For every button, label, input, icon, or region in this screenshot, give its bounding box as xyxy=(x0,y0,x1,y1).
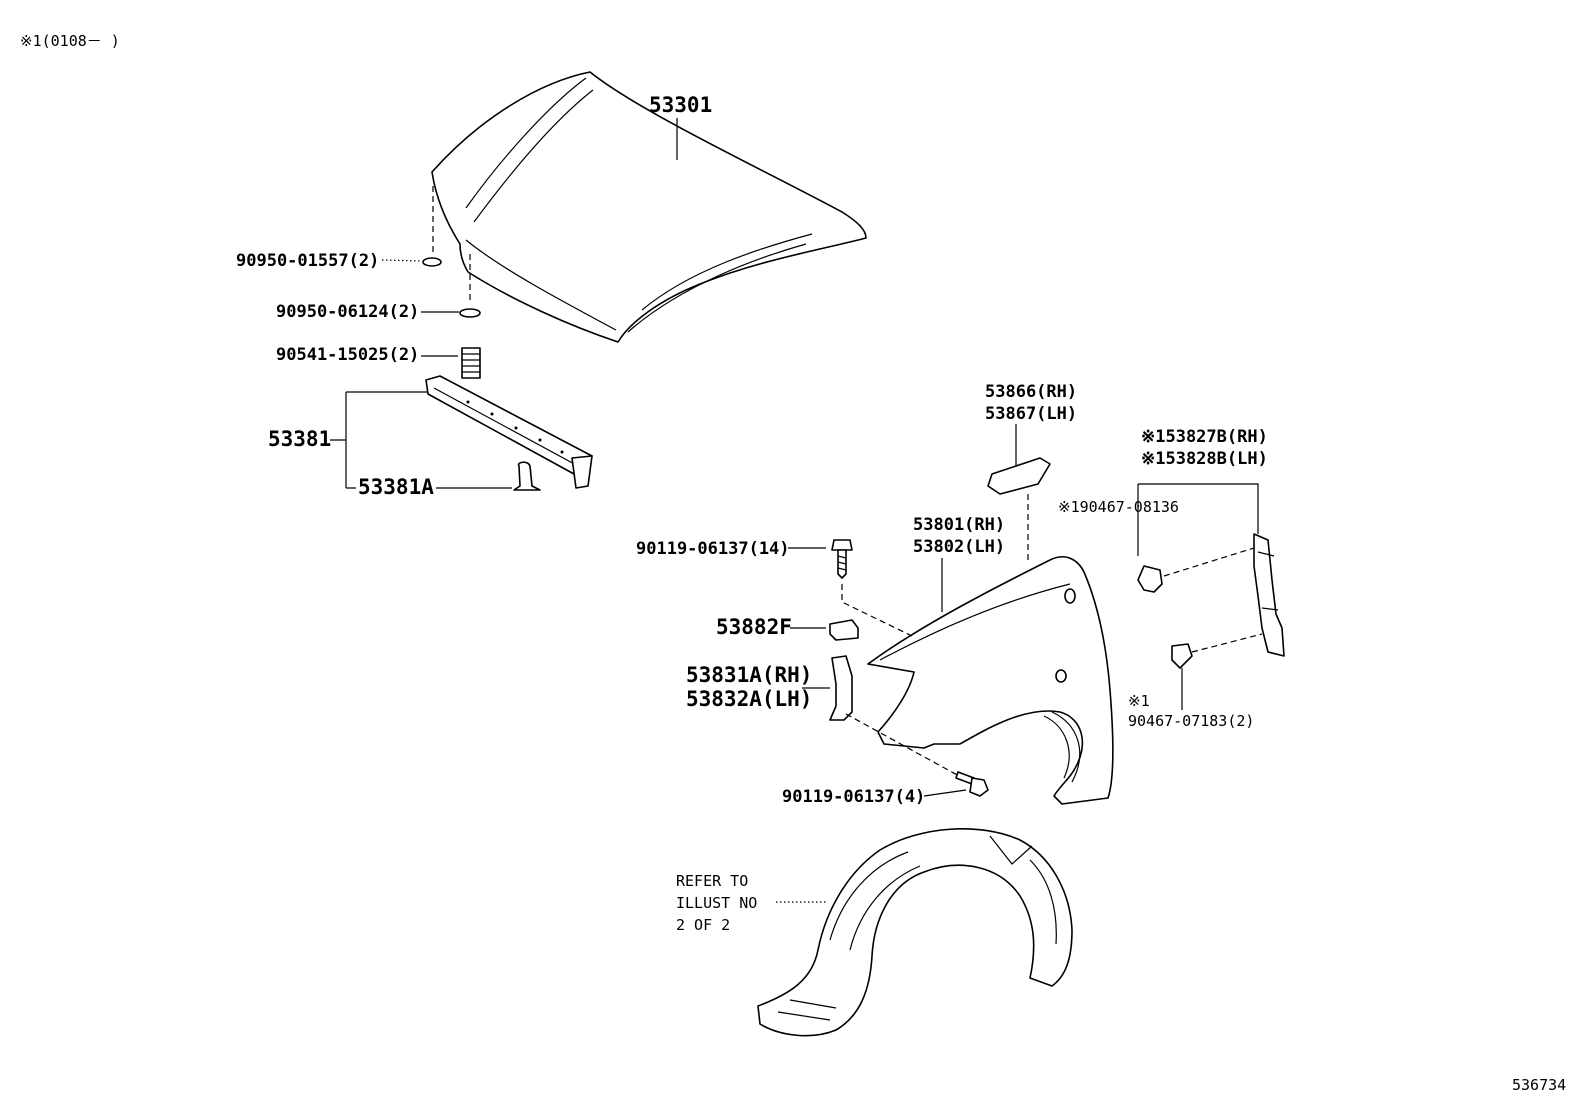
seal-clip-shape xyxy=(513,461,541,491)
label-clip-07183: 90467-07183(2) xyxy=(1128,712,1254,730)
label-refer-1: REFER TO xyxy=(676,872,748,890)
label-seal: 53381 xyxy=(268,427,331,451)
label-nut: 53882F xyxy=(716,615,792,639)
liner-bracket-shape xyxy=(829,655,853,721)
label-fender-seal-rh: 53866(RH) xyxy=(985,382,1077,402)
fender-panel xyxy=(867,556,1114,805)
cushion-c-shape xyxy=(461,347,481,379)
fender-seal-shape xyxy=(987,457,1051,495)
label-fender-lh: 53802(LH) xyxy=(913,537,1005,557)
label-refer-3: 2 OF 2 xyxy=(676,916,730,934)
clip-08136-shape xyxy=(1137,565,1163,593)
bolt-4-shape xyxy=(955,771,989,797)
label-hood: 53301 xyxy=(649,93,712,117)
clip-07183-shape xyxy=(1171,643,1193,669)
label-fender-rh: 53801(RH) xyxy=(913,515,1005,535)
label-liner-rh: 53831A(RH) xyxy=(686,663,812,687)
label-bolt-4: 90119-06137(4) xyxy=(782,787,925,807)
wheel-liner-shape xyxy=(757,828,1073,1037)
fender-bracket-shape xyxy=(1253,533,1285,657)
label-cushion-c: 90541-15025(2) xyxy=(276,345,419,365)
label-bracket-lh: ※153828B(LH) xyxy=(1141,449,1268,469)
cushion-a-shape xyxy=(422,257,442,267)
label-bolt-14: 90119-06137(14) xyxy=(636,539,790,559)
label-seal-clip: 53381A xyxy=(358,475,434,499)
label-liner-lh: 53832A(LH) xyxy=(686,687,812,711)
label-cushion-b: 90950-06124(2) xyxy=(276,302,419,322)
label-bracket-rh: ※153827B(RH) xyxy=(1141,427,1268,447)
nut-shape xyxy=(829,619,859,641)
label-fender-seal-lh: 53867(LH) xyxy=(985,404,1077,424)
label-clip-08136: ※190467-08136 xyxy=(1058,498,1179,516)
hood-panel xyxy=(431,71,867,343)
bolt-14-shape xyxy=(831,539,853,579)
hood-seal-shape xyxy=(425,375,593,489)
label-cushion-a: 90950-01557(2) xyxy=(236,251,379,271)
label-note-mark: ※1 xyxy=(1128,692,1150,710)
illustration-number: 536734 xyxy=(1512,1076,1566,1094)
label-refer-2: ILLUST NO xyxy=(676,894,757,912)
header-note: ※1(0108－ ) xyxy=(20,32,120,50)
cushion-b-shape xyxy=(459,308,481,318)
